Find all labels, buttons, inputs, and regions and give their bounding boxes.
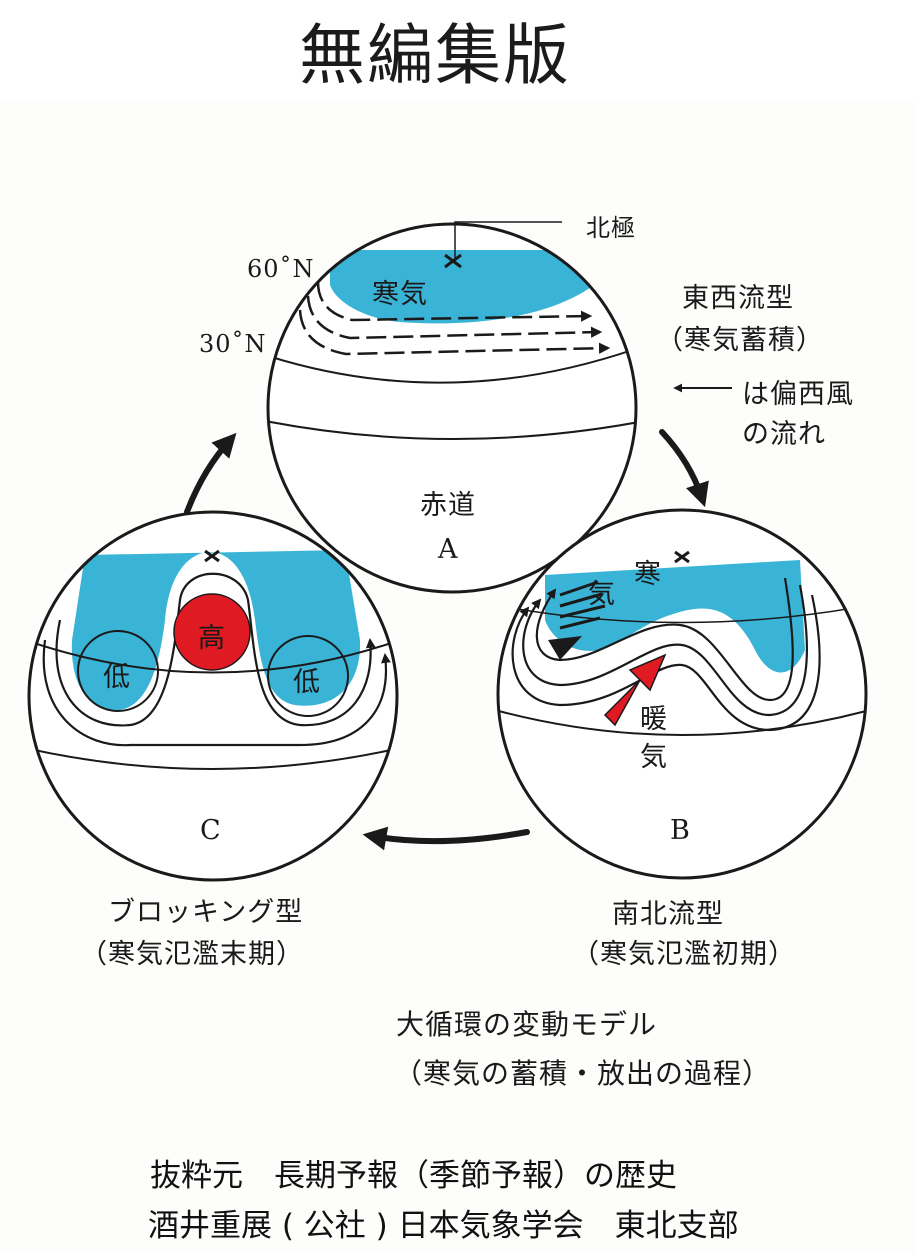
cold-air-label-b-2: 気 — [588, 572, 616, 611]
cold-air-label-a: 寒気 — [372, 272, 428, 311]
warm-air-label-1: 暖 — [640, 697, 668, 736]
north-pole-label: 北極 — [586, 208, 636, 243]
source-line-1: 抜粋元 長期予報（季節予報）の歴史 — [150, 1150, 677, 1195]
caption-line-1: 大循環の変動モデル — [396, 1003, 657, 1043]
cycle-arrow-c-to-a — [187, 440, 230, 512]
globe-b-letter: B — [670, 815, 691, 846]
globe-c-letter: C — [200, 815, 222, 846]
latitude-30-label: 30˚N — [199, 330, 267, 358]
type-c-note: （寒気氾濫末期） — [80, 932, 304, 971]
type-c-name: ブロッキング型 — [108, 890, 303, 929]
type-b-note: （寒気氾濫初期） — [572, 932, 796, 971]
globe-a-letter: A — [438, 534, 459, 565]
cycle-arrow-b-to-c — [372, 832, 527, 841]
source-line-2: 酒井重展 ( 公社 ) 日本気象学会 東北支部 — [148, 1200, 739, 1245]
high-pressure-label: 高 — [198, 616, 226, 655]
caption-line-2: （寒気の蓄積・放出の過程） — [394, 1052, 771, 1092]
type-b-name: 南北流型 — [612, 892, 724, 931]
warm-air-label-2: 気 — [640, 735, 668, 774]
latitude-60-label: 60˚N — [247, 255, 315, 283]
type-a-name: 東西流型 — [682, 276, 794, 315]
low-pressure-left-label: 低 — [103, 655, 131, 694]
legend-line-1: は偏西風 — [742, 372, 854, 411]
type-a-note: （寒気蓄積） — [656, 318, 824, 357]
cycle-arrow-a-to-b — [662, 432, 702, 498]
legend-line-2: の流れ — [742, 412, 826, 451]
cold-air-label-b-1: 寒 — [634, 552, 662, 591]
low-pressure-right-label: 低 — [293, 660, 321, 699]
equator-label: 赤道 — [420, 483, 476, 522]
